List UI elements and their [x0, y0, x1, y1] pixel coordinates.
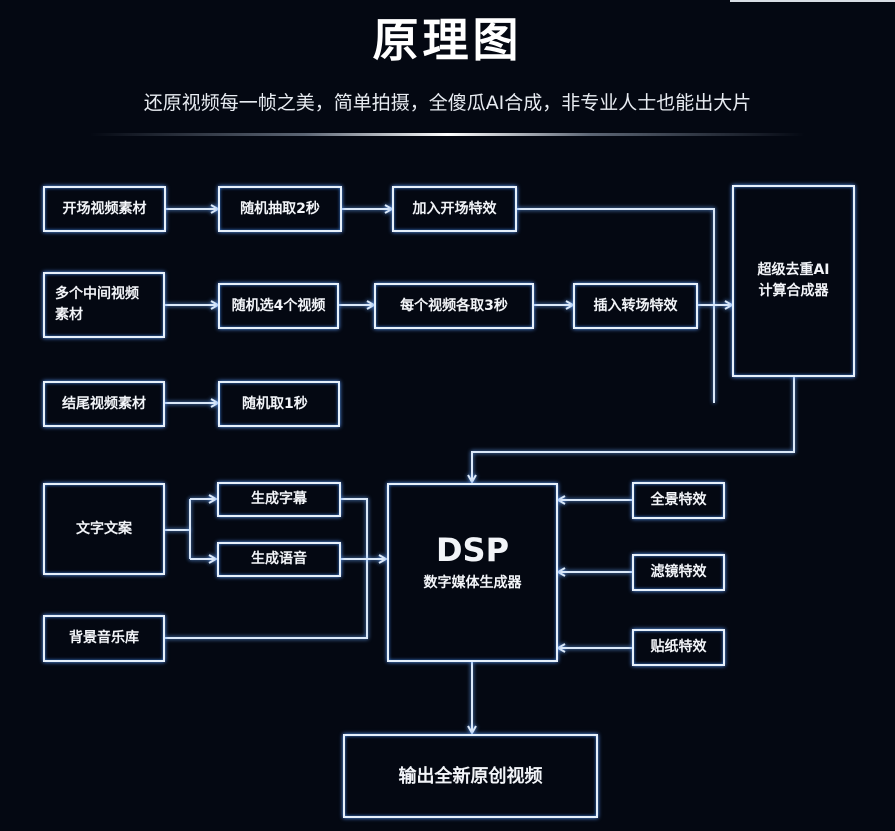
node-filter-effect: 滤镜特效 [632, 554, 725, 591]
node-bg-music-library: 背景音乐库 [43, 615, 165, 662]
node-label: 插入转场特效 [593, 297, 678, 314]
connector-synth-to-dsp [472, 376, 795, 482]
node-transition-effect: 插入转场特效 [573, 283, 698, 329]
node-generate-voice: 生成语音 [217, 542, 341, 577]
node-label: 超级去重AI计算合成器 [757, 262, 830, 299]
top-edge-bar [730, 0, 895, 2]
dsp-subtitle: 数字媒体生成器 [423, 575, 522, 592]
title-divider [90, 133, 805, 136]
node-label: 生成语音 [251, 551, 307, 567]
node-label: 文字文案 [76, 520, 132, 537]
node-dsp-generator: DSP 数字媒体生成器 [387, 483, 558, 662]
node-label: 开场视频素材 [62, 200, 147, 217]
node-sticker-effect: 贴纸特效 [632, 629, 725, 666]
node-ending-source: 结尾视频素材 [43, 381, 165, 427]
node-random-2s: 随机抽取2秒 [218, 186, 342, 232]
node-label: 多个中间视频素材 [55, 286, 139, 323]
node-output-video: 输出全新原创视频 [343, 734, 598, 818]
connector-row1-to-trunk [516, 208, 715, 403]
page-subtitle: 还原视频每一帧之美，简单拍摄，全傻瓜AI合成，非专业人士也能出大片 [143, 92, 752, 114]
node-text-copy: 文字文案 [43, 483, 165, 575]
node-label: 结尾视频素材 [62, 395, 146, 412]
dsp-label-group: DSP 数字媒体生成器 [424, 531, 522, 594]
node-label: 输出全新原创视频 [398, 765, 543, 787]
node-label: 滤镜特效 [650, 564, 707, 580]
node-ai-synthesizer: 超级去重AI计算合成器 [732, 185, 855, 377]
node-label: 随机取1秒 [242, 395, 308, 412]
node-label: 随机选4个视频 [231, 297, 326, 314]
node-opening-source: 开场视频素材 [43, 186, 166, 232]
node-label: 生成字幕 [251, 491, 307, 507]
node-label: 全景特效 [650, 492, 707, 508]
node-label: 加入开场特效 [412, 200, 497, 217]
page-title: 原理图 [372, 13, 523, 67]
dsp-title: DSP [435, 530, 510, 569]
node-label: 随机抽取2秒 [240, 200, 320, 217]
node-middle-sources: 多个中间视频素材 [43, 272, 165, 338]
node-label: 背景音乐库 [69, 630, 139, 646]
node-opening-effect: 加入开场特效 [392, 186, 517, 232]
node-random-1s: 随机取1秒 [218, 381, 340, 427]
node-random-4-videos: 随机选4个视频 [218, 283, 339, 329]
node-label: 每个视频各取3秒 [400, 297, 508, 314]
node-each-3s: 每个视频各取3秒 [374, 283, 534, 329]
node-generate-subtitles: 生成字幕 [217, 482, 341, 517]
connector-subtitle-to-bus [165, 498, 368, 639]
node-panorama-effect: 全景特效 [632, 482, 725, 519]
node-label: 贴纸特效 [650, 639, 707, 655]
